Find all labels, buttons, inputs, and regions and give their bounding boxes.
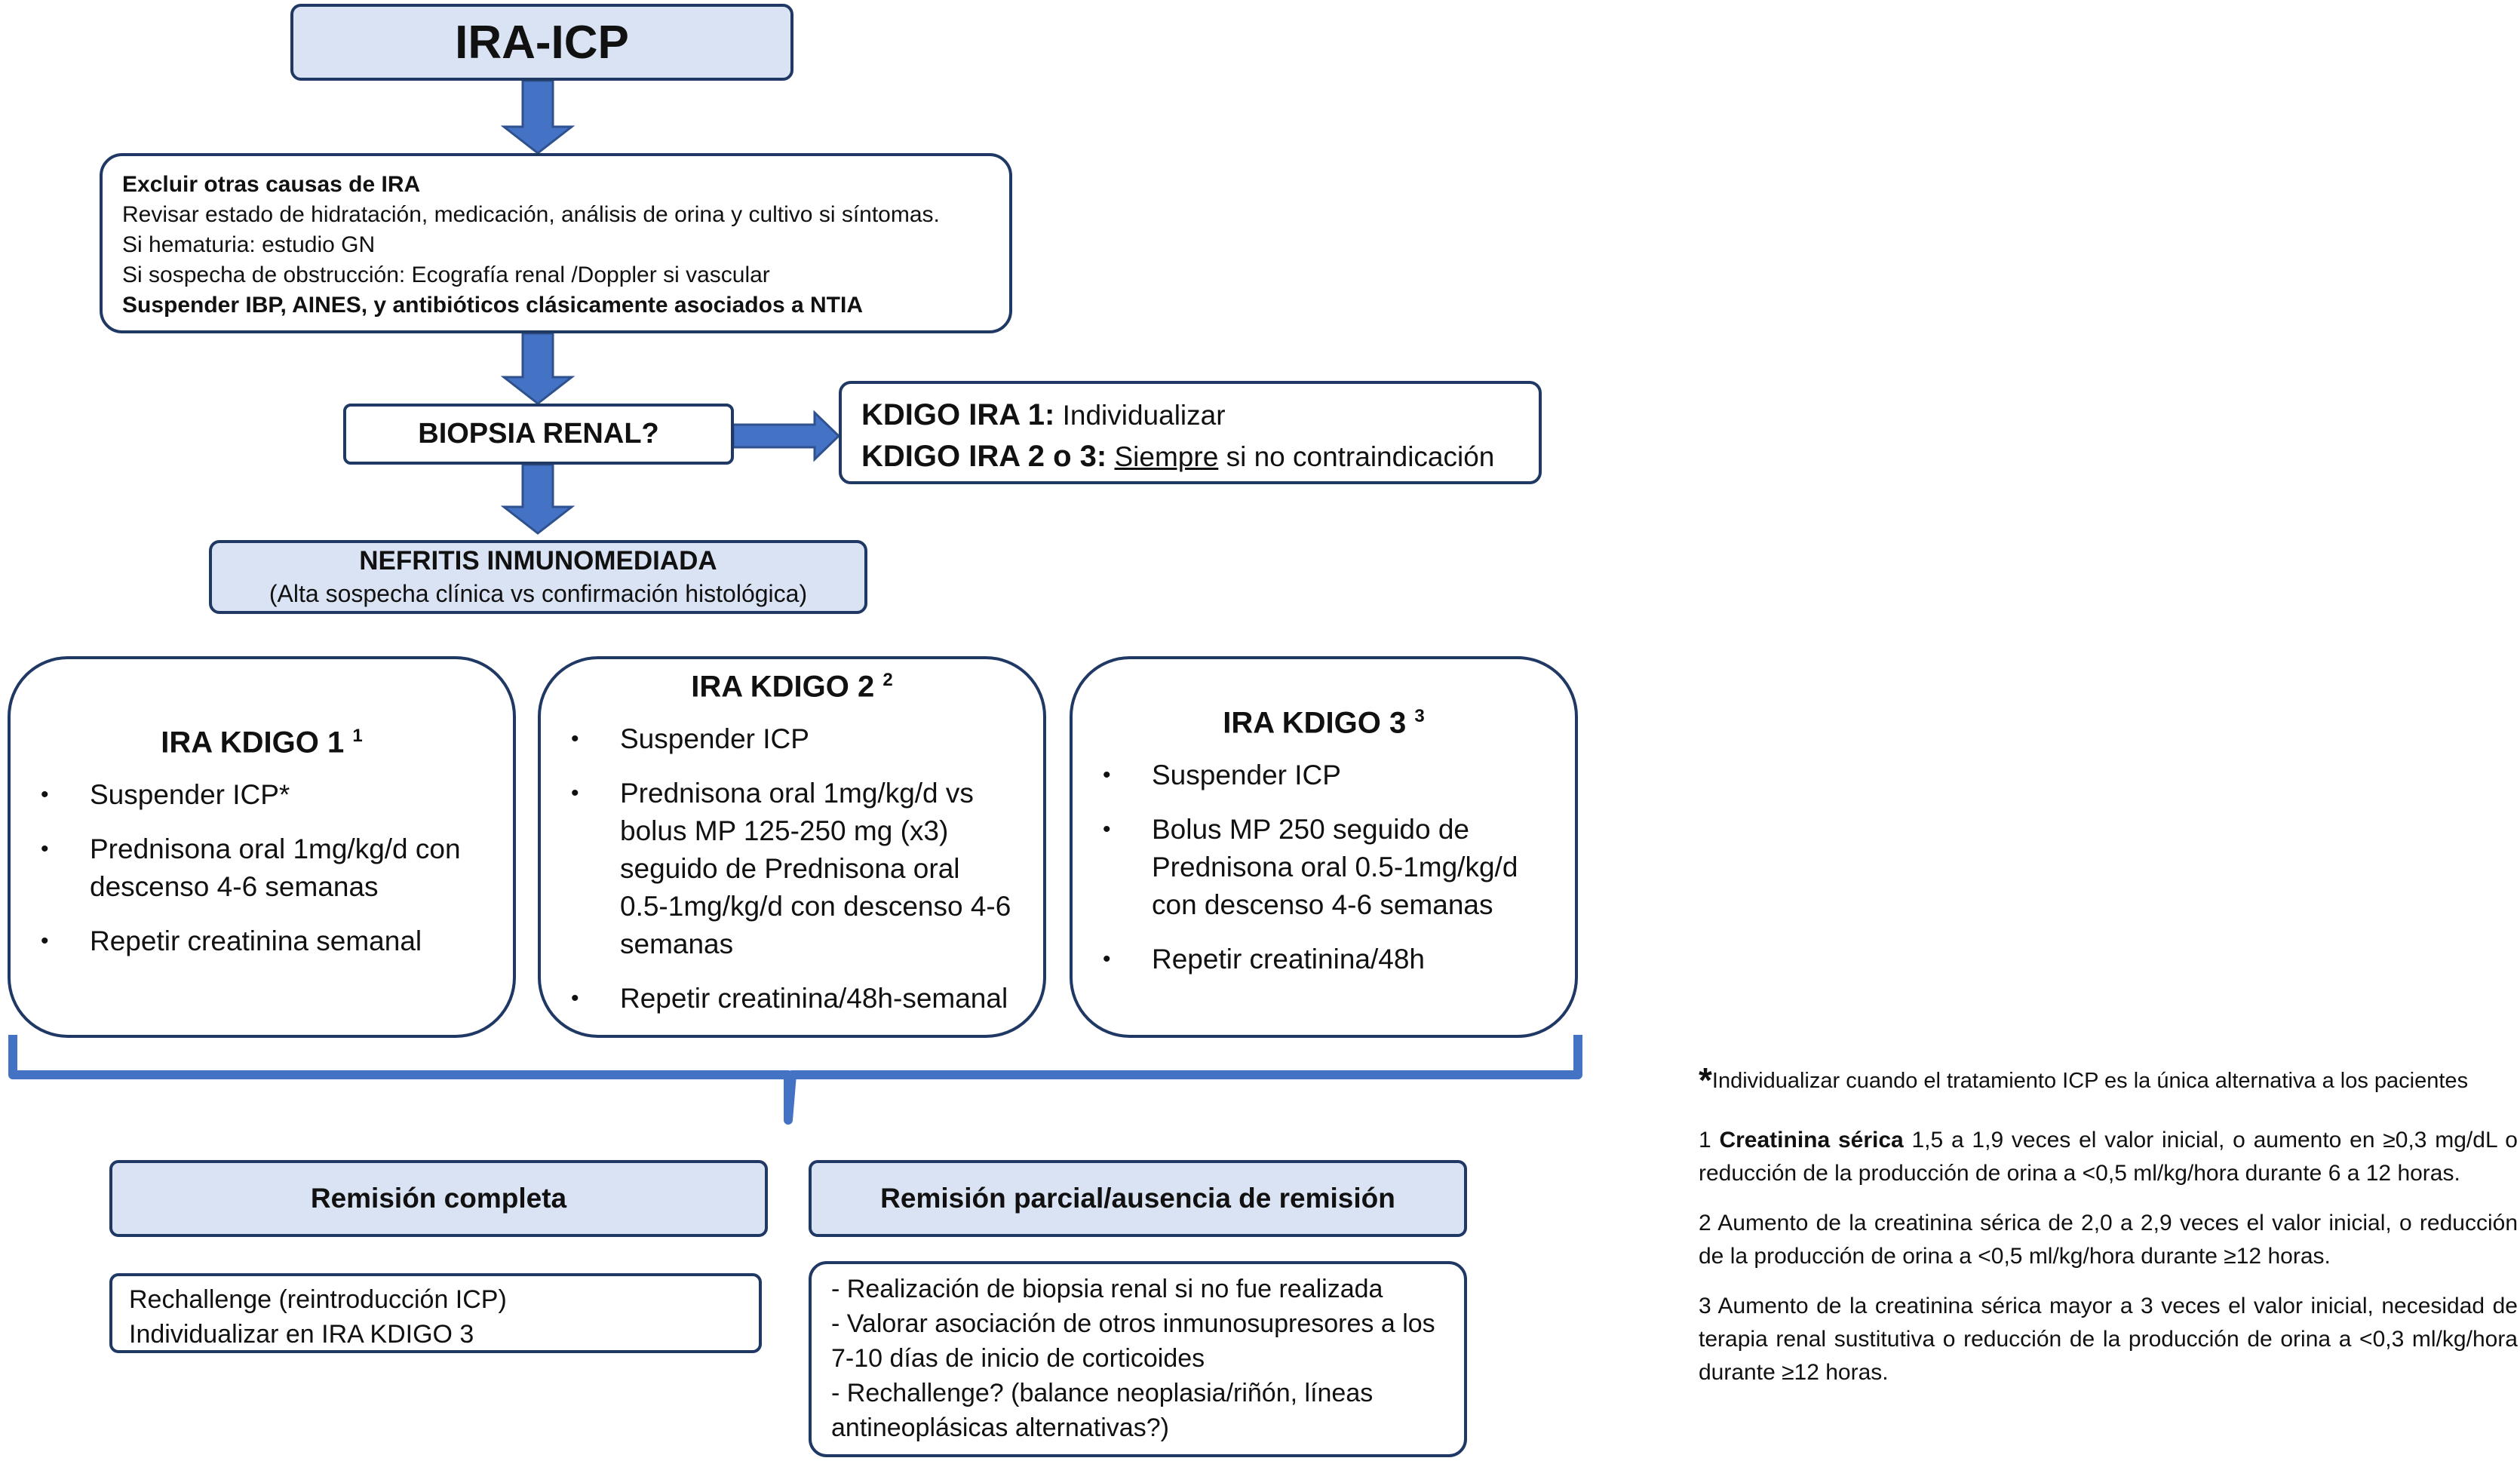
list-item: Suspender ICP xyxy=(1073,757,1575,794)
footnote-1-term: Creatinina sérica xyxy=(1719,1128,1904,1153)
card-3-footnote-ref: 3 xyxy=(1414,706,1425,726)
card-1-title: IRA KDIGO 1 1 xyxy=(11,726,513,760)
kdigo-1-line: KDIGO IRA 1: Individualizar xyxy=(861,394,1519,436)
list-item: Prednisona oral 1mg/kg/d con descenso 4-… xyxy=(11,830,513,906)
card-kdigo-1: IRA KDIGO 1 1 Suspender ICP* Prednisona … xyxy=(8,656,516,1038)
remission-complete-line-1: Rechallenge (reintroducción ICP) xyxy=(129,1285,507,1314)
list-item: Suspender ICP* xyxy=(11,776,513,814)
arrow-down-2 xyxy=(500,332,576,405)
biopsy-label: BIOPSIA RENAL? xyxy=(418,418,659,450)
nephritis-title: NEFRITIS INMUNOMEDIADA xyxy=(359,546,717,575)
exclude-line-3: Si sospecha de obstrucción: Ecografía re… xyxy=(122,262,770,287)
title-box: IRA-ICP xyxy=(290,4,793,81)
kdigo-criteria-box: KDIGO IRA 1: Individualizar KDIGO IRA 2 … xyxy=(839,381,1542,484)
kdigo-23-underlined: Siempre xyxy=(1114,441,1219,472)
exclude-line-4: Suspender IBP, AINES, y antibióticos clá… xyxy=(122,293,863,318)
remission-complete-header: Remisión completa xyxy=(109,1160,768,1237)
footnote-star: *Individualizar cuando el tratamiento IC… xyxy=(1699,1063,2518,1097)
remission-complete-title: Remisión completa xyxy=(310,1183,567,1214)
list-item: Repetir creatinina semanal xyxy=(11,922,513,960)
card-1-footnote-ref: 1 xyxy=(352,726,363,746)
card-kdigo-2: IRA KDIGO 2 2 Suspender ICP Prednisona o… xyxy=(538,656,1046,1038)
card-2-title: IRA KDIGO 2 2 xyxy=(541,670,1043,704)
exclude-heading: Excluir otras causas de IRA xyxy=(122,172,421,197)
card-1-title-text: IRA KDIGO 1 xyxy=(161,726,345,760)
list-item: Repetir creatinina/48h xyxy=(1073,941,1575,978)
card-3-title-text: IRA KDIGO 3 xyxy=(1223,706,1407,740)
remission-partial-header: Remisión parcial/ausencia de remisión xyxy=(809,1160,1467,1237)
footnote-1: 1 Creatinina sérica 1,5 a 1,9 veces el v… xyxy=(1699,1124,2518,1190)
card-2-list: Suspender ICP Prednisona oral 1mg/kg/d v… xyxy=(541,720,1043,1017)
remission-partial-body: - Realización de biopsia renal si no fue… xyxy=(809,1261,1467,1457)
card-1-list: Suspender ICP* Prednisona oral 1mg/kg/d … xyxy=(11,776,513,960)
list-item: Bolus MP 250 seguido de Prednisona oral … xyxy=(1073,811,1575,924)
footnote-2: 2 Aumento de la creatinina sérica de 2,0… xyxy=(1699,1211,2518,1269)
kdigo-23-text: si no contraindicación xyxy=(1226,441,1495,472)
remission-complete-body: Rechallenge (reintroducción ICP) Individ… xyxy=(109,1273,762,1353)
remission-complete-line-2: Individualizar en IRA KDIGO 3 xyxy=(129,1320,474,1349)
nephritis-subtitle: (Alta sospecha clínica vs confirmación h… xyxy=(269,580,808,607)
remission-partial-title: Remisión parcial/ausencia de remisión xyxy=(880,1183,1395,1214)
card-3-title: IRA KDIGO 3 3 xyxy=(1073,706,1575,740)
kdigo-1-label: KDIGO IRA 1: xyxy=(861,398,1055,431)
remission-partial-line-1: - Realización de biopsia renal si no fue… xyxy=(831,1275,1383,1303)
list-item: Suspender ICP xyxy=(541,720,1043,758)
kdigo-23-line: KDIGO IRA 2 o 3: Siempre si no contraind… xyxy=(861,436,1519,477)
footnote-1-number: 1 xyxy=(1699,1128,1711,1153)
arrow-down-3 xyxy=(500,463,576,535)
footnote-star-mark: * xyxy=(1699,1060,1712,1100)
exclude-line-2: Si hematuria: estudio GN xyxy=(122,232,376,257)
list-item: Prednisona oral 1mg/kg/d vs bolus MP 125… xyxy=(541,775,1043,963)
exclude-line-1: Revisar estado de hidratación, medicació… xyxy=(122,202,940,227)
footnote-1-text: 1,5 a 1,9 veces el valor inicial, o aume… xyxy=(1699,1128,2518,1186)
kdigo-23-label: KDIGO IRA 2 o 3: xyxy=(861,440,1107,473)
biopsy-box: BIOPSIA RENAL? xyxy=(343,404,734,465)
remission-partial-line-3: - Rechallenge? (balance neoplasia/riñón,… xyxy=(831,1379,1374,1442)
card-2-footnote-ref: 2 xyxy=(882,670,893,690)
grouping-brace xyxy=(8,1035,1582,1125)
card-2-title-text: IRA KDIGO 2 xyxy=(691,670,875,704)
list-item: Repetir creatinina/48h-semanal xyxy=(541,980,1043,1017)
card-kdigo-3: IRA KDIGO 3 3 Suspender ICP Bolus MP 250… xyxy=(1070,656,1578,1038)
remission-partial-line-2: - Valorar asociación de otros inmunosupr… xyxy=(831,1309,1435,1373)
arrow-down-1 xyxy=(500,79,576,155)
kdigo-1-text: Individualizar xyxy=(1062,400,1226,431)
nephritis-box: NEFRITIS INMUNOMEDIADA (Alta sospecha cl… xyxy=(209,540,867,614)
footnote-star-text: Individualizar cuando el tratamiento ICP… xyxy=(1711,1069,2469,1093)
footnote-3: 3 Aumento de la creatinina sérica mayor … xyxy=(1699,1294,2518,1385)
page-title: IRA-ICP xyxy=(455,16,629,69)
arrow-right xyxy=(732,410,841,462)
exclude-box: Excluir otras causas de IRA Revisar esta… xyxy=(100,153,1012,333)
card-3-list: Suspender ICP Bolus MP 250 seguido de Pr… xyxy=(1073,757,1575,978)
